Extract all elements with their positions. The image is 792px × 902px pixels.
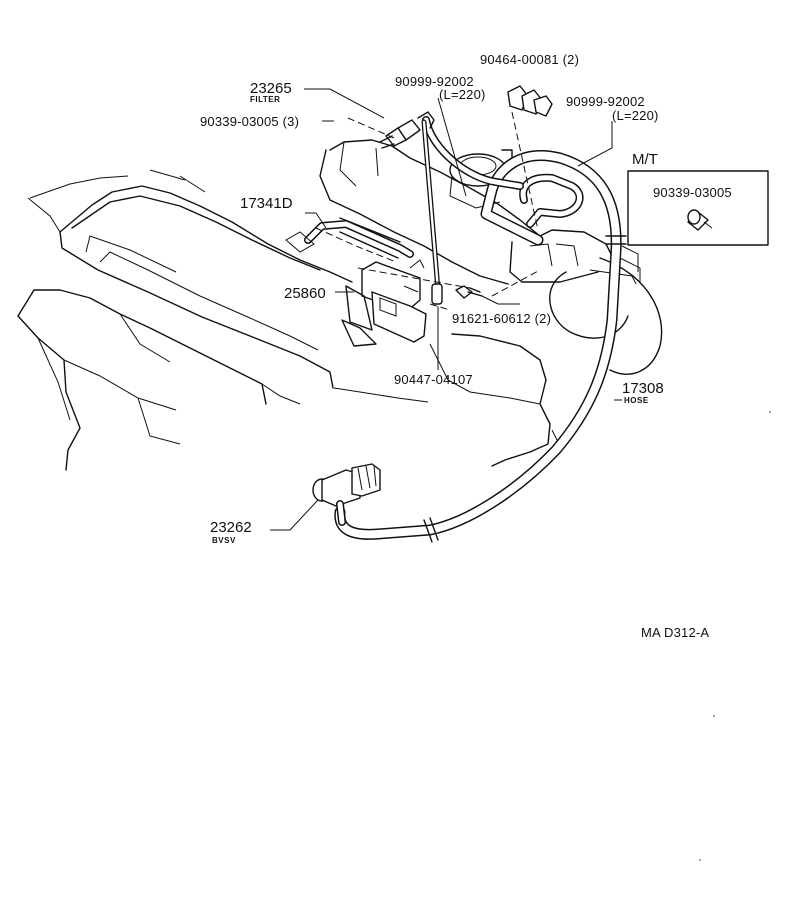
label-90464-00081: 90464-00081 (2): [480, 52, 579, 67]
label-17308: 17308: [622, 380, 664, 397]
part-labels: 23265 FILTER 90339-03005 (3) 17341D 2586…: [200, 52, 709, 640]
scan-specks: [699, 411, 771, 861]
leader-lines: [270, 88, 622, 531]
label-23262-sub: BVSV: [212, 536, 236, 545]
label-25860: 25860: [284, 285, 326, 302]
diagram-code: MA D312-A: [641, 625, 709, 640]
label-90999-left-note: (L=220): [439, 87, 486, 102]
label-17308-sub: HOSE: [624, 396, 649, 405]
label-90999-right: 90999-92002: [566, 94, 645, 109]
inset-title: M/T: [632, 151, 658, 168]
label-23265-sub: FILTER: [250, 95, 280, 104]
label-23265: 23265: [250, 80, 292, 97]
label-91621-60612: 91621-60612 (2): [452, 311, 551, 326]
bvsv-23262: [312, 463, 381, 526]
filter-23265: [379, 119, 421, 149]
rod-90447: [417, 111, 443, 305]
main-hose: [334, 116, 627, 543]
engine-outline: [17, 139, 663, 471]
label-17341D: 17341D: [240, 195, 293, 212]
dashed-connectors: [315, 111, 541, 311]
hose-17341D: [285, 217, 414, 259]
label-90339-03005: 90339-03005 (3): [200, 114, 299, 129]
label-23262: 23262: [210, 519, 252, 536]
inset-mt: M/T 90339-03005: [627, 151, 769, 246]
label-90999-left: 90999-92002: [395, 74, 474, 89]
vsv-bracket-25860: [341, 259, 427, 347]
clips-90464: [507, 85, 553, 117]
label-90447-04107: 90447-04107: [394, 372, 473, 387]
bolt-91621: [455, 285, 483, 299]
label-90999-right-note: (L=220): [612, 108, 659, 123]
inset-part-number: 90339-03005: [653, 185, 732, 200]
